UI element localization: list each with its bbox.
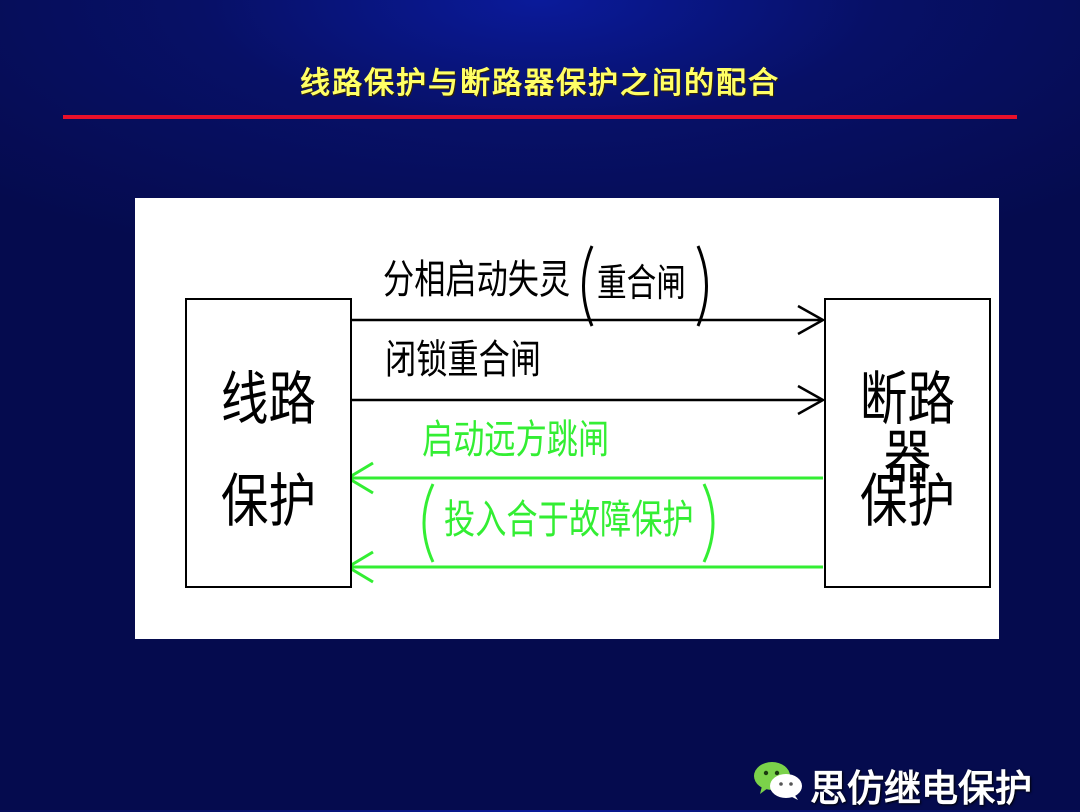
line-protection-box: 线路 保护 [185,298,352,588]
slide-title: 线路保护与断路器保护之间的配合 [300,66,780,101]
title-divider [63,115,1017,119]
paren-open-green [422,483,435,563]
wechat-icon [754,762,802,800]
diagram-panel: 线路 保护 断路器 保护 分相启动失灵 重合闸 闭锁重合闸 启动远方跳闸 投入合… [135,198,999,639]
label-block-reclose: 闭锁重合闸 [385,337,541,383]
watermark: 思仿继电保护 [752,756,1072,810]
line-protection-label-2: 保护 [220,467,317,535]
arrow-trip-start-head [797,304,826,336]
paren-close-green [702,483,715,563]
paren-close-black [696,245,708,327]
label-phase-start-failure: 分相启动失灵 [383,257,571,303]
label-remote-trip: 启动远方跳闸 [422,417,610,463]
breaker-protection-box: 断路器 保护 [824,298,991,588]
label-reclose-paren: 重合闸 [597,261,686,305]
label-switch-onto-fault: 投入合于故障保护 [444,497,694,543]
line-protection-label-1: 线路 [220,365,317,433]
watermark-text: 思仿继电保护 [810,767,1032,810]
arrow-lines [345,245,826,584]
paren-open-black [582,245,594,327]
breaker-protection-label-1: 断路器 [859,365,956,491]
arrow-block-reclose-head [797,384,826,416]
breaker-protection-label-2: 保护 [859,467,956,535]
